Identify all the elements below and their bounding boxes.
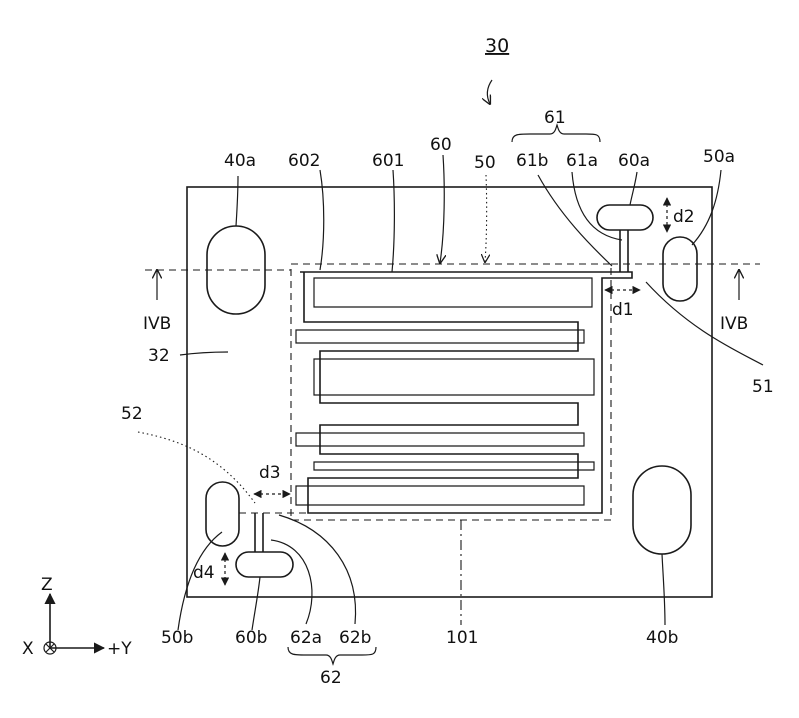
- heater-trace-inner-5: [314, 462, 594, 470]
- leader-50a: [692, 170, 721, 245]
- label-40b: 40b: [646, 628, 678, 648]
- label-62b: 62b: [339, 628, 371, 648]
- leader-40a: [236, 176, 238, 226]
- pad-50b-shape: [206, 482, 239, 546]
- heater-trace-inner-3: [314, 359, 594, 395]
- pad-50a-shape: [663, 237, 697, 301]
- substrate-outline: [187, 187, 712, 597]
- region-50-boundary: [291, 264, 611, 520]
- brace-62: [288, 647, 376, 664]
- hole-60a-shape: [597, 205, 653, 230]
- label-d1: d1: [612, 300, 634, 320]
- leader-60a: [630, 172, 637, 205]
- leader-50: [485, 175, 487, 262]
- label-d2: d2: [673, 207, 695, 227]
- heater-trace-inner-1: [314, 278, 592, 307]
- label-62a: 62a: [290, 628, 322, 648]
- leader-60b: [252, 577, 260, 630]
- heater-trace-inner-2: [296, 330, 584, 343]
- label-61b: 61b: [516, 151, 548, 171]
- label-61a: 61a: [566, 151, 598, 171]
- heater-trace-inner-6: [296, 486, 584, 505]
- label-101: 101: [446, 628, 478, 648]
- label-601: 601: [372, 151, 404, 171]
- label-61: 61: [544, 108, 566, 128]
- hole-60b-shape: [236, 552, 293, 577]
- label-62: 62: [320, 668, 342, 688]
- label-50a: 50a: [703, 147, 735, 167]
- leader-60: [440, 155, 444, 263]
- label-section-left: IVB: [143, 314, 171, 334]
- via-40b-shape: [633, 466, 691, 554]
- label-60a: 60a: [618, 151, 650, 171]
- axis-z-label: Z: [41, 575, 53, 595]
- leader-30: [487, 80, 492, 104]
- leader-40b: [662, 554, 665, 625]
- axis-x-label: X: [22, 639, 34, 659]
- label-602: 602: [288, 151, 320, 171]
- leader-602: [320, 170, 324, 270]
- label-32: 32: [148, 346, 170, 366]
- label-d3: d3: [259, 463, 281, 483]
- label-50: 50: [474, 153, 496, 173]
- label-40a: 40a: [224, 151, 256, 171]
- leader-601: [392, 170, 394, 272]
- heater-trace-outer: [300, 272, 632, 513]
- label-section-right: IVB: [720, 314, 748, 334]
- axis-y-label: +Y: [107, 639, 132, 659]
- leader-62b: [279, 515, 356, 624]
- label-52: 52: [121, 404, 143, 424]
- label-51: 51: [752, 377, 774, 397]
- label-60: 60: [430, 135, 452, 155]
- figure-number-label: 30: [485, 35, 509, 57]
- leader-61b: [538, 175, 612, 266]
- label-d4: d4: [193, 563, 215, 583]
- label-60b: 60b: [235, 628, 267, 648]
- heater-trace-inner-4: [296, 433, 584, 446]
- label-50b: 50b: [161, 628, 193, 648]
